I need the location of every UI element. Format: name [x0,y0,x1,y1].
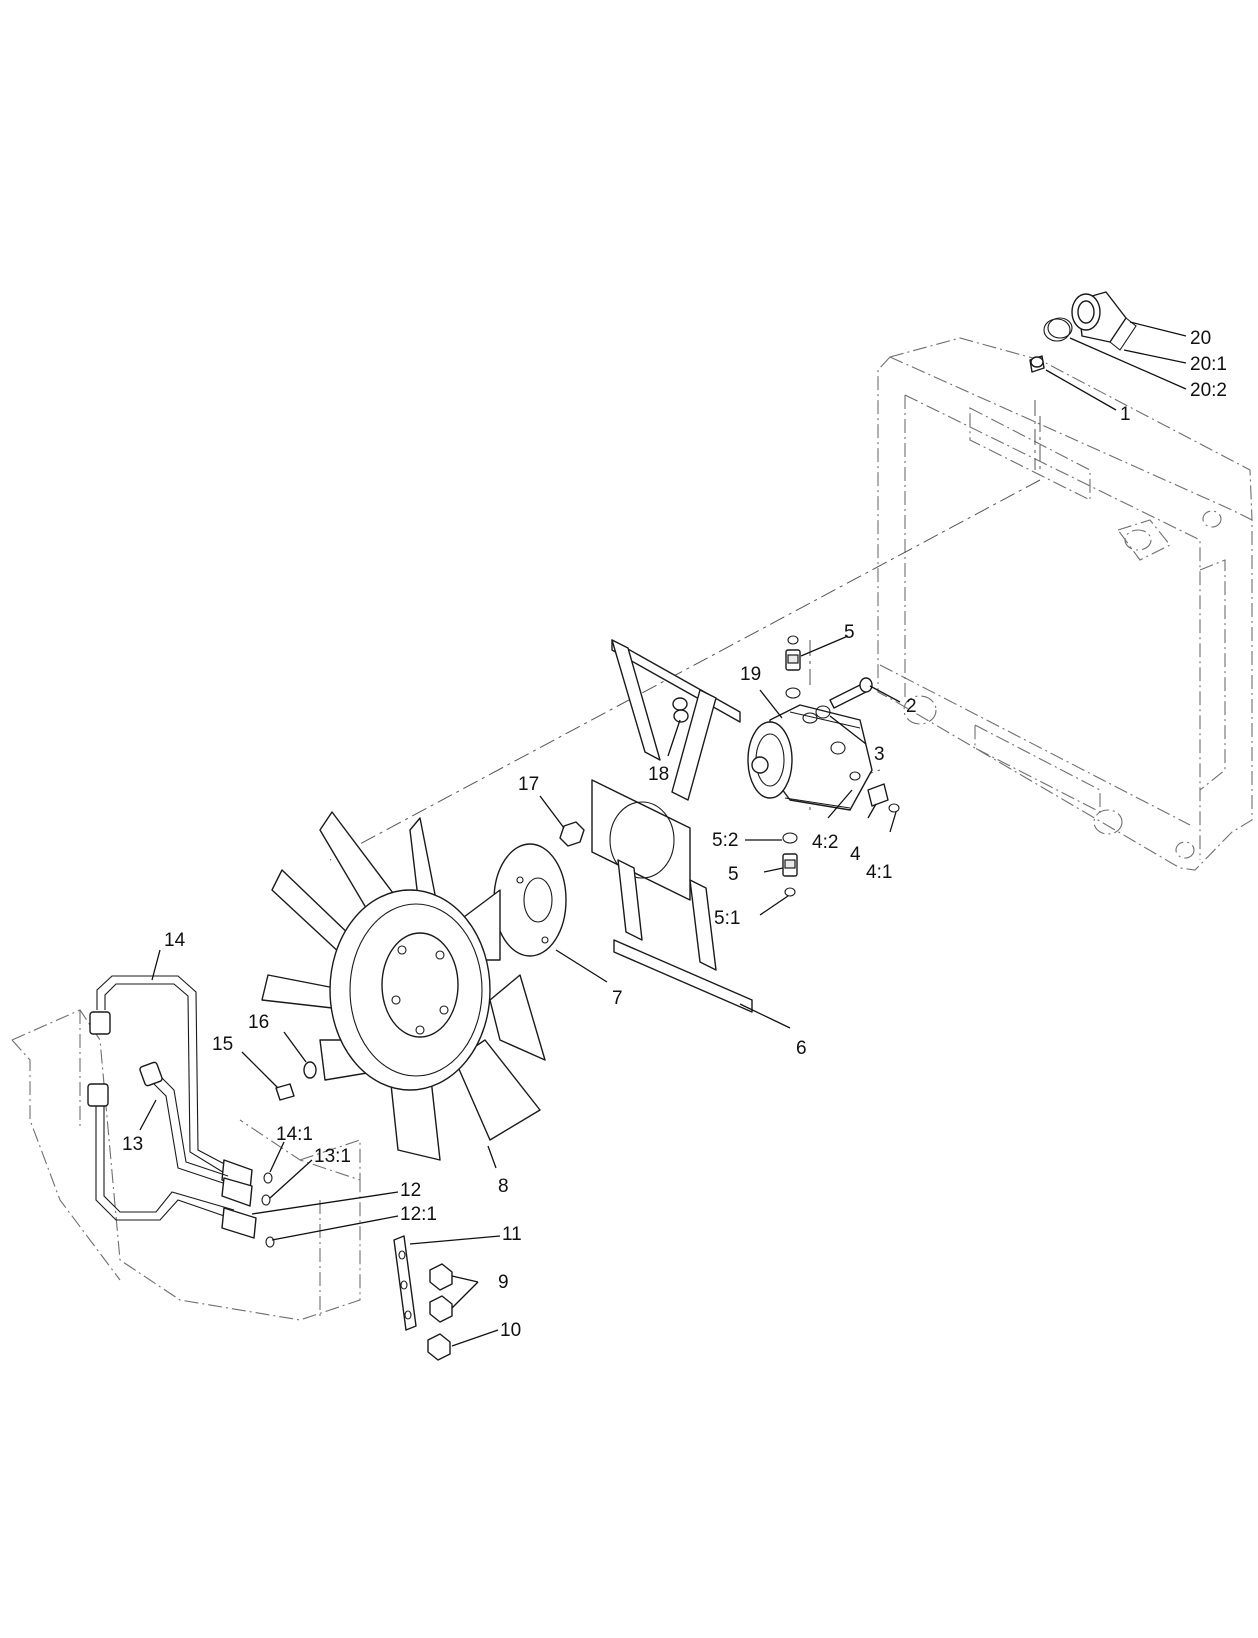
callout-12-1: 12:1 [400,1204,437,1225]
hydraulic-pump-part-19 [747,704,873,811]
o-ring-part-12-1 [265,1236,275,1248]
callout-5-2: 5:2 [712,830,738,851]
callout-17: 17 [518,774,539,795]
callout-10: 10 [500,1320,521,1341]
nut-part-9-upper [429,1263,453,1291]
bolt-part-15 [275,1083,295,1101]
callout-11: 11 [502,1224,522,1245]
bolt-part-2 [829,677,873,709]
fan-bracket-part-6 [591,639,753,1013]
fitting-part-5-top [785,635,801,699]
callout-1: 1 [1120,404,1131,425]
clamp-plate-part-11 [393,1235,417,1331]
callout-13-1: 13:1 [314,1146,351,1167]
callout-15: 15 [212,1034,233,1055]
callout-20-2: 20:2 [1190,380,1227,401]
cooling-fan-part-8 [261,811,546,1161]
callout-5-bottom: 5 [728,864,739,885]
callout-2: 2 [906,696,917,717]
o-ring-part-13-1 [261,1194,271,1206]
radiator-ghost [877,337,1253,871]
fitting-part-5-bottom [782,832,798,897]
hydraulic-tube-part-13 [139,1061,253,1207]
callout-6: 6 [796,1038,807,1059]
callout-7: 7 [612,988,623,1009]
fitting-part-4 [849,771,900,813]
hydraulic-tube-part-12 [87,1083,257,1239]
callout-5-1: 5:1 [714,908,740,929]
callout-18: 18 [648,764,669,785]
elbow-fitting-part-20 [1047,291,1137,351]
nut-part-10 [427,1333,451,1361]
hydraulic-tube-part-14 [89,975,253,1191]
plug-part-1 [1029,355,1045,373]
nut-part-9-lower [429,1295,453,1323]
o-ring-part-14-1 [263,1172,273,1184]
callout-9: 9 [498,1272,509,1293]
nut-part-18 [673,709,689,723]
callout-labels: 20 20:1 20:2 1 5 19 2 3 18 17 5:2 4:2 4 … [122,328,1227,1341]
callout-5-top: 5 [844,622,855,643]
callout-13: 13 [122,1134,143,1155]
callout-14: 14 [164,930,186,951]
washer-part-3 [815,705,831,719]
callout-4-1: 4:1 [866,862,892,883]
callout-12: 12 [400,1180,421,1201]
callout-4-2: 4:2 [812,832,838,853]
o-ring-part-20-2 [1043,318,1071,342]
callout-3: 3 [874,744,885,765]
callout-20-1: 20:1 [1190,354,1227,375]
callout-19: 19 [740,664,761,685]
callout-20: 20 [1190,328,1211,349]
nut-part-17 [559,821,585,847]
washer-part-16 [303,1061,317,1079]
callout-4: 4 [850,844,861,865]
fan-hub-part-7 [493,843,567,957]
fan-shroud-ghost [11,1009,361,1321]
callout-8: 8 [498,1176,509,1197]
leader-lines [139,321,1187,1347]
callout-16: 16 [248,1012,269,1033]
callout-14-1: 14:1 [276,1124,313,1145]
